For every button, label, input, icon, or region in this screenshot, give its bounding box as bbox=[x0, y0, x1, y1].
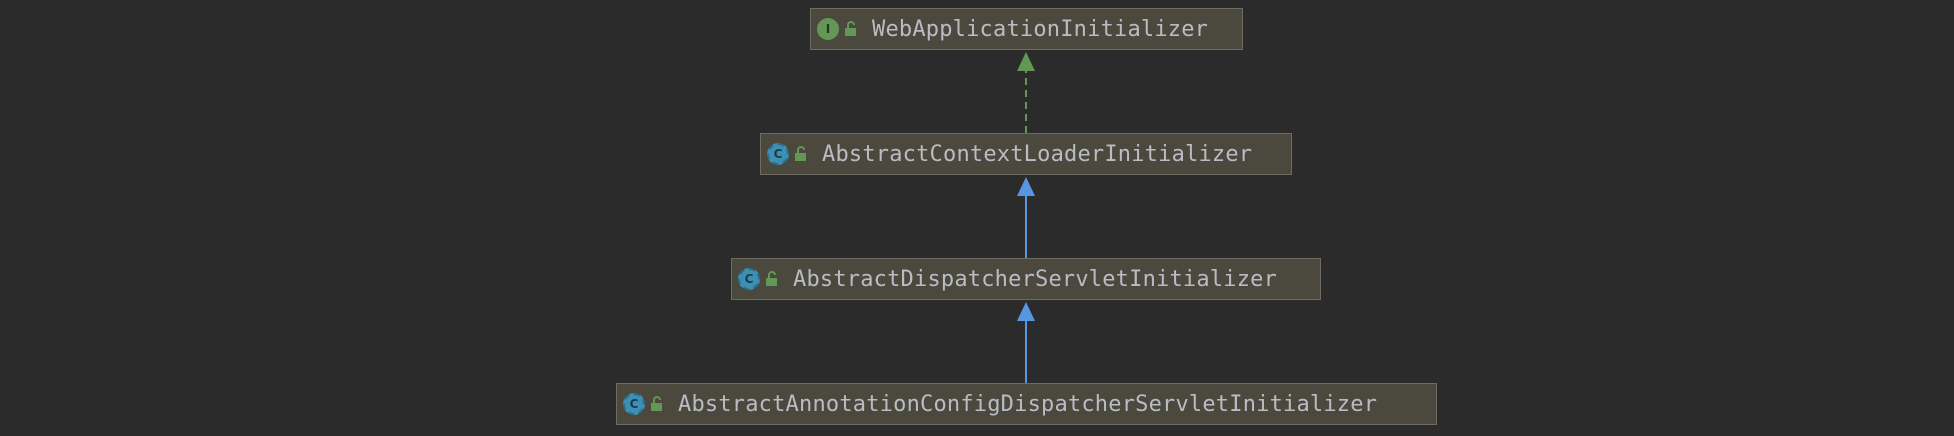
arrowhead-extends-1 bbox=[1017, 177, 1035, 196]
public-lock-icon bbox=[795, 146, 806, 161]
arrowhead-implements bbox=[1017, 52, 1035, 71]
public-lock-icon bbox=[766, 271, 777, 286]
node-label: AbstractDispatcherServletInitializer bbox=[793, 266, 1278, 292]
public-lock-icon bbox=[845, 21, 856, 36]
node-web-application-initializer[interactable]: I WebApplicationInitializer bbox=[810, 8, 1243, 50]
node-label: AbstractAnnotationConfigDispatcherServle… bbox=[678, 391, 1378, 417]
interface-icon: I bbox=[817, 18, 839, 40]
node-abstract-context-loader-initializer[interactable]: C AbstractContextLoaderInitializer bbox=[760, 133, 1292, 175]
node-label: WebApplicationInitializer bbox=[872, 16, 1209, 42]
arrowhead-extends-2 bbox=[1017, 302, 1035, 321]
abstract-class-icon: C bbox=[767, 143, 789, 165]
node-label: AbstractContextLoaderInitializer bbox=[822, 141, 1253, 167]
public-lock-icon bbox=[651, 396, 662, 411]
abstract-class-icon: C bbox=[623, 393, 645, 415]
node-abstract-annotation-config-dispatcher-servlet-initializer[interactable]: C AbstractAnnotationConfigDispatcherServ… bbox=[616, 383, 1437, 425]
abstract-class-icon: C bbox=[738, 268, 760, 290]
node-abstract-dispatcher-servlet-initializer[interactable]: C AbstractDispatcherServletInitializer bbox=[731, 258, 1321, 300]
